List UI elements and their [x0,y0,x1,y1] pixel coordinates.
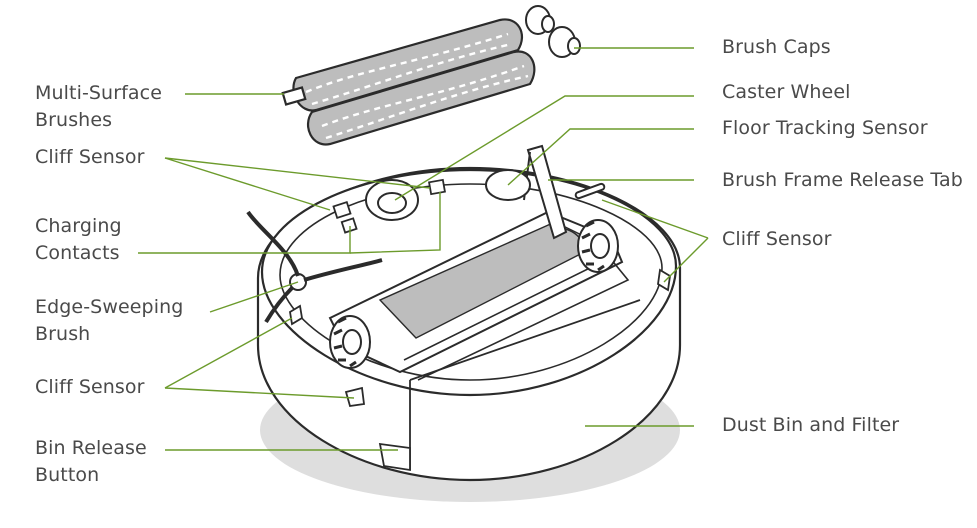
leader-cliff-sensor-bottom-a [164,317,293,389]
cliff-sensor-right-window [657,268,671,292]
multi-surface-brushes [281,18,536,146]
brush-cap-1-stem [541,15,555,33]
edge-brush-bristle-up [246,210,300,277]
edge-brush-bristle-right [303,258,383,282]
leader-cliff-sensor-bottom-b [164,387,355,399]
label-charging-contacts-line2: Contacts [35,242,120,264]
label-charging-contacts: Charging Contacts [35,213,122,267]
brush-cap-2-stem [567,37,581,55]
bin-release-button [378,442,411,472]
label-bin-release-button: Bin Release Button [35,435,147,489]
label-edge-sweeping-brush-line1: Edge-Sweeping [35,296,184,318]
label-edge-sweeping-brush-line2: Brush [35,323,91,345]
left-drive-wheel [329,315,371,369]
brush-axle [281,86,307,106]
left-wheel-treads [333,316,357,368]
cliff-sensor-left-window [289,304,303,326]
label-brush-frame-release-tab: Brush Frame Release Tab [722,169,963,191]
brush-upper-flutes [305,32,513,106]
right-wheel-treads [581,220,605,272]
label-multi-surface-brushes-line1: Multi-Surface [35,82,162,104]
charging-contact-left [340,217,358,234]
leader-cliff-sensor-right-a [601,199,709,239]
label-cliff-sensor-right: Cliff Sensor [722,228,832,250]
label-caster-wheel: Caster Wheel [722,81,851,103]
label-charging-contacts-line1: Charging [35,215,122,237]
release-tab-clip [574,182,606,200]
leader-floor-tracking-sensor [507,128,694,186]
brush-caps [525,5,581,58]
label-bin-release-button-line2: Button [35,464,100,486]
label-cliff-sensor-top: Cliff Sensor [35,146,145,168]
label-multi-surface-brushes: Multi-Surface Brushes [35,80,162,134]
charging-contact-right [428,178,446,196]
caster-area [365,169,531,221]
label-edge-sweeping-brush: Edge-Sweeping Brush [35,294,183,348]
right-wheel-hub [590,233,610,259]
leader-cliff-sensor-top-b [164,157,431,189]
leader-edge-sweeping-brush [209,281,299,313]
right-drive-wheel [577,219,619,273]
label-multi-surface-brushes-line2: Brushes [35,109,113,131]
leader-lines [138,47,709,451]
release-tab-lid [526,144,568,240]
cliff-sensor-bottom-window [344,386,366,408]
brush-frame-release-tab [523,144,606,240]
leader-caster-wheel [394,95,694,201]
leader-cliff-sensor-top-a [164,157,331,211]
leader-charging-contacts-b [349,192,441,254]
cavity-lip [403,257,630,381]
label-bin-release-button-line1: Bin Release [35,437,147,459]
brush-lower-flutes [321,64,529,140]
label-brush-caps: Brush Caps [722,36,831,58]
leader-cliff-sensor-right-b [663,237,709,283]
cliff-sensor-front-left [332,200,352,220]
label-dust-bin-and-filter: Dust Bin and Filter [722,414,900,436]
left-wheel-hub [342,329,362,355]
label-floor-tracking-sensor: Floor Tracking Sensor [722,117,928,139]
edge-brush-bristle-down [264,286,294,324]
label-cliff-sensor-bottom: Cliff Sensor [35,376,145,398]
